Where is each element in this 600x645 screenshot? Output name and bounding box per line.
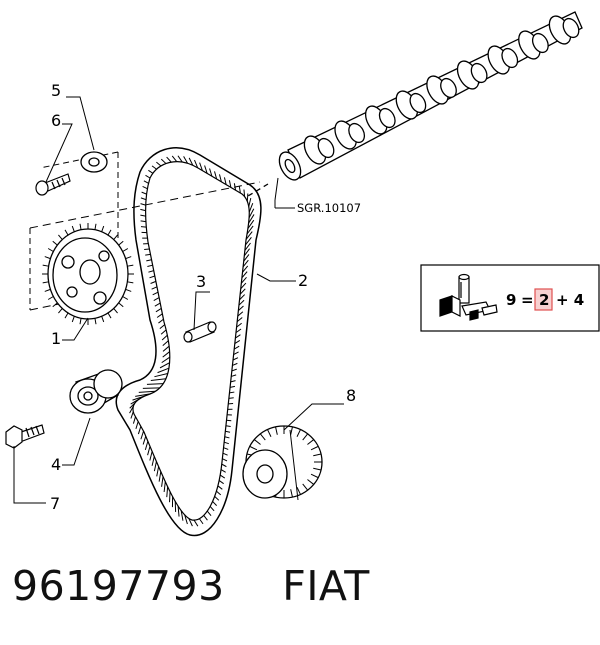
footer: 96197793 FIAT xyxy=(12,562,370,622)
belt-tensioner xyxy=(69,369,123,414)
camshaft-pulley xyxy=(42,223,134,325)
timing-belt xyxy=(115,147,262,537)
kit-parts-icon xyxy=(439,273,498,321)
callout-3: 3 xyxy=(196,272,206,291)
callout-2: 2 xyxy=(298,271,308,290)
dowel-pin xyxy=(183,321,217,343)
callout-5: 5 xyxy=(51,81,61,100)
callout-4: 4 xyxy=(51,455,61,474)
leader-lines xyxy=(13,96,344,504)
pulley-bolt xyxy=(35,173,71,196)
washer xyxy=(80,151,108,173)
callout-1: 1 xyxy=(51,329,61,348)
callout-8: 8 xyxy=(346,386,356,405)
kit-composition-box: 9 = 2 + 4 xyxy=(420,264,600,332)
kit-highlighted-part: 2 xyxy=(539,291,549,309)
timing-belt-diagram: SGR.10107 xyxy=(5,11,600,537)
part-number: 96197793 xyxy=(12,562,225,610)
brand-name: FIAT xyxy=(282,562,370,610)
crankshaft-pulley xyxy=(242,425,323,501)
kit-highlight-box xyxy=(534,288,553,311)
callout-7: 7 xyxy=(50,494,60,513)
tensioner-bolt xyxy=(5,424,45,449)
camshaft xyxy=(247,11,583,209)
kit-item-number: 9 xyxy=(506,291,516,309)
callout-6: 6 xyxy=(51,111,61,130)
kit-equals: = xyxy=(521,291,534,309)
camshaft-code: SGR.10107 xyxy=(297,201,361,215)
kit-plus-part: + 4 xyxy=(556,291,584,309)
